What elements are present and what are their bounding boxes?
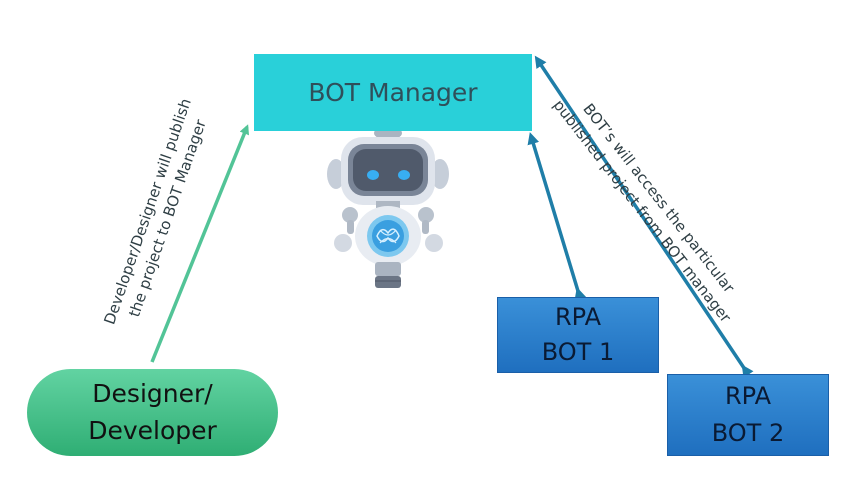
rpa-bot-1-line1: RPA [554, 303, 602, 332]
bot1-access-arrow [527, 132, 587, 301]
rpa-bot-2-line2: BOT 2 [711, 419, 785, 447]
designer-developer-line2: Developer [88, 415, 217, 445]
designer-developer-line1: Designer/ [92, 379, 213, 409]
publish-arrow [150, 124, 250, 363]
bot-manager-node: BOT Manager [254, 54, 532, 131]
rpa-bot-1-node: RPA BOT 1 [497, 297, 659, 373]
rpa-bot-2-node: RPA BOT 2 [667, 374, 829, 456]
rpa-bot-2-line1: RPA [724, 381, 772, 410]
designer-developer-node: Designer/ Developer [27, 369, 278, 456]
bot-manager-label: BOT Manager [308, 78, 478, 107]
robot-icon [327, 106, 449, 288]
bot2-access-arrow [534, 55, 754, 378]
rpa-bot-1-line2: BOT 1 [541, 338, 615, 366]
